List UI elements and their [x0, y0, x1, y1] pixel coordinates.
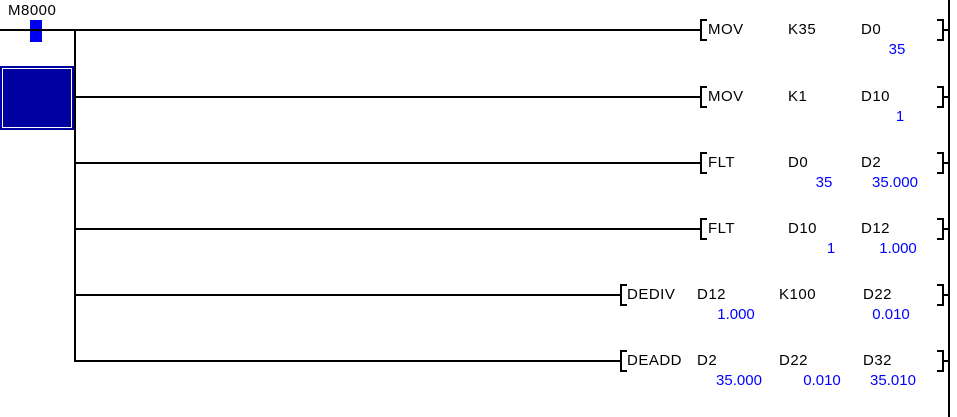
instruction-mnemonic[interactable]: DEADD: [627, 352, 683, 369]
instruction-close-bracket: [937, 218, 944, 240]
monitor-value: 1: [895, 108, 905, 125]
instruction-operand-2[interactable]: K100: [779, 286, 817, 303]
rail-connector-wire: [944, 162, 949, 164]
contact-on-indicator[interactable]: [30, 20, 42, 42]
instruction-open-bracket: [700, 86, 707, 108]
instruction-operand-1[interactable]: D10: [788, 220, 818, 237]
instruction-open-bracket: [620, 284, 627, 306]
selection-cursor[interactable]: [0, 66, 74, 130]
instruction-operand-1[interactable]: D0: [788, 154, 809, 171]
rail-connector-wire: [944, 294, 949, 296]
monitor-value: 1: [826, 240, 836, 257]
instruction-open-bracket: [700, 19, 707, 41]
rail-connector-wire: [944, 96, 949, 98]
monitor-value: 1.000: [879, 240, 917, 257]
contact-label: M8000: [8, 2, 57, 19]
instruction-mnemonic[interactable]: FLT: [708, 220, 736, 237]
selection-cursor-inner-border: [2, 68, 72, 128]
instruction-close-bracket: [937, 284, 944, 306]
branch-trunk-wire: [74, 29, 76, 362]
monitor-value: 35.000: [872, 174, 918, 191]
instruction-operand-2[interactable]: D22: [779, 352, 809, 369]
instruction-operand-2[interactable]: D12: [861, 220, 891, 237]
instruction-operand-1[interactable]: K1: [788, 88, 808, 105]
rung-wire: [74, 294, 621, 296]
rail-connector-wire: [944, 228, 949, 230]
rung-wire: [0, 29, 701, 31]
monitor-value: 35.000: [716, 372, 762, 389]
instruction-mnemonic[interactable]: FLT: [708, 154, 736, 171]
instruction-operand-3[interactable]: D32: [863, 352, 893, 369]
instruction-operand-1[interactable]: K35: [788, 21, 817, 38]
instruction-mnemonic[interactable]: MOV: [708, 21, 744, 38]
rail-connector-wire: [944, 360, 949, 362]
rung-wire: [74, 228, 701, 230]
instruction-open-bracket: [700, 218, 707, 240]
monitor-value: 35: [815, 174, 833, 191]
rung-wire: [74, 360, 621, 362]
monitor-value: 1.000: [717, 306, 755, 323]
monitor-value: 35: [888, 41, 906, 58]
instruction-mnemonic[interactable]: DEDIV: [627, 286, 676, 303]
instruction-operand-1[interactable]: D12: [697, 286, 727, 303]
instruction-mnemonic[interactable]: MOV: [708, 88, 744, 105]
instruction-operand-2[interactable]: D10: [861, 88, 891, 105]
rung-wire: [74, 162, 701, 164]
monitor-value: 0.010: [872, 306, 910, 323]
instruction-operand-2[interactable]: D2: [861, 154, 882, 171]
right-power-rail: [948, 0, 950, 417]
instruction-open-bracket: [700, 152, 707, 174]
instruction-operand-3[interactable]: D22: [863, 286, 893, 303]
monitor-value: 0.010: [803, 372, 841, 389]
instruction-close-bracket: [937, 19, 944, 41]
rung-wire: [74, 96, 701, 98]
instruction-operand-2[interactable]: D0: [861, 21, 882, 38]
monitor-value: 35.010: [870, 372, 916, 389]
instruction-open-bracket: [620, 350, 627, 372]
instruction-operand-1[interactable]: D2: [697, 352, 718, 369]
instruction-close-bracket: [937, 152, 944, 174]
instruction-close-bracket: [937, 86, 944, 108]
instruction-close-bracket: [937, 350, 944, 372]
rail-connector-wire: [944, 29, 949, 31]
